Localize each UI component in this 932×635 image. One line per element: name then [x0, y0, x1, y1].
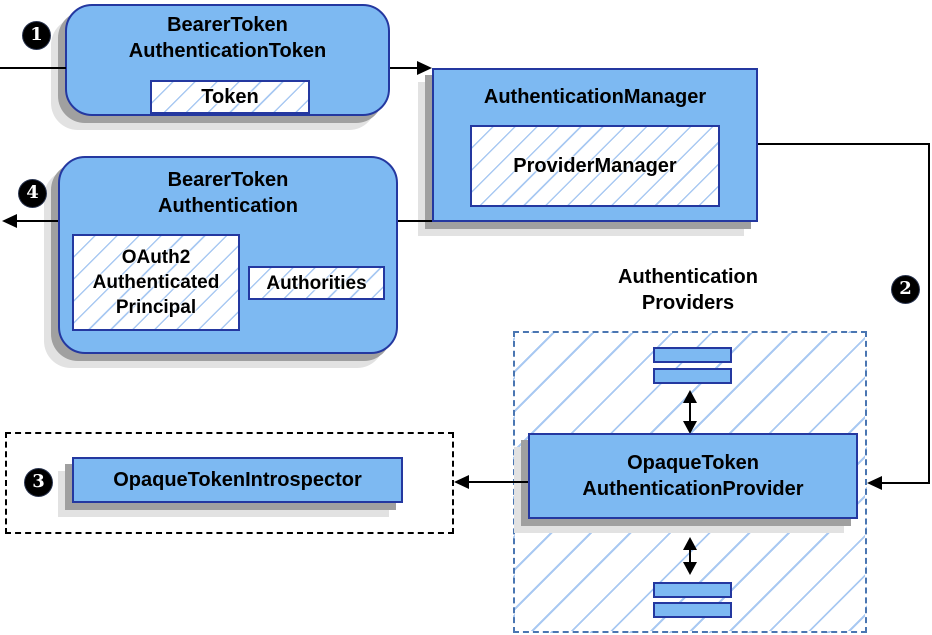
bidirectional-arrow-line	[689, 548, 691, 564]
flow-line-provider-to-introspector	[466, 481, 528, 483]
bidirectional-arrow-line	[689, 401, 691, 423]
node-title-line: BearerToken	[167, 169, 289, 191]
node-title: OpaqueToken AuthenticationProvider	[530, 435, 856, 502]
flow-line-manager-to-provider-top	[758, 143, 930, 145]
label-line: Authentication	[618, 266, 758, 288]
arrowhead-right-icon	[417, 61, 432, 75]
provider-manager-box: ProviderManager	[470, 125, 720, 207]
node-title-line: OpaqueTokenIntrospector	[113, 469, 362, 491]
arrowhead-left-icon	[2, 214, 17, 228]
provider-placeholder-bar	[653, 582, 732, 598]
opaque-token-introspector-node: OpaqueTokenIntrospector	[72, 457, 403, 503]
flow-line-manager-to-authentication	[398, 220, 432, 222]
arrowhead-left-icon	[867, 476, 882, 490]
bidirectional-arrow-down-icon	[683, 421, 697, 434]
provider-placeholder-bar	[653, 347, 732, 363]
arrowhead-left-icon	[454, 475, 469, 489]
node-title: BearerToken Authentication	[60, 158, 396, 219]
node-title-line: AuthenticationProvider	[582, 478, 804, 500]
oauth2-authenticated-principal-box: OAuth2 Authenticated Principal	[72, 234, 240, 331]
node-title-line: AuthenticationToken	[128, 40, 327, 62]
authorities-label: Authorities	[266, 272, 367, 294]
principal-label-line: Principal	[115, 297, 197, 318]
opaque-token-authentication-provider-node: OpaqueToken AuthenticationProvider	[528, 433, 858, 519]
bidirectional-arrow-up-icon	[683, 537, 697, 550]
flow-line-token-to-manager	[390, 67, 418, 69]
provider-placeholder-bar	[653, 368, 732, 384]
node-title-line: AuthenticationManager	[483, 86, 707, 108]
provider-placeholder-bar	[653, 602, 732, 618]
token-box: Token	[150, 80, 310, 114]
bidirectional-arrow-up-icon	[683, 390, 697, 403]
bidirectional-arrow-down-icon	[683, 562, 697, 575]
principal-label-line: Authenticated	[92, 272, 220, 293]
step-4-badge: 4	[19, 180, 46, 207]
flow-line-authentication-out	[14, 220, 58, 222]
node-title-line: OpaqueToken	[627, 452, 759, 474]
node-title-line: BearerToken	[167, 14, 288, 36]
token-label: Token	[201, 86, 259, 108]
authentication-providers-group: OpaqueToken AuthenticationProvider	[513, 331, 867, 633]
authorities-box: Authorities	[248, 266, 385, 300]
authentication-manager-node: AuthenticationManager ProviderManager	[432, 68, 758, 222]
bearer-token-authentication-token-node: BearerToken AuthenticationToken Token	[65, 4, 390, 116]
flow-line-request-in	[0, 67, 66, 69]
flow-line-manager-to-provider-bottom	[880, 482, 930, 484]
node-title-line: Authentication	[158, 195, 298, 217]
provider-manager-label: ProviderManager	[513, 155, 677, 177]
step-2-badge: 2	[892, 276, 919, 303]
principal-label-line: OAuth2	[121, 247, 191, 268]
step-3-badge: 3	[25, 469, 52, 496]
label-line: Providers	[641, 292, 735, 314]
authentication-providers-label: Authentication Providers	[562, 264, 814, 316]
node-title: AuthenticationManager	[434, 70, 756, 110]
step-1-badge: 1	[23, 22, 50, 49]
bearer-token-authentication-node: BearerToken Authentication OAuth2 Authen…	[58, 156, 398, 354]
node-title: BearerToken AuthenticationToken	[67, 6, 388, 64]
flow-line-manager-to-provider-vertical	[928, 143, 930, 484]
